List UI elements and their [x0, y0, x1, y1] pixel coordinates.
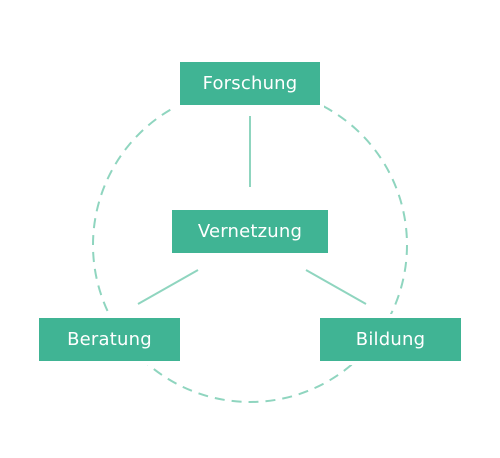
node-beratung: Beratung [39, 318, 180, 361]
node-vernetzung: Vernetzung [172, 210, 328, 253]
node-forschung: Forschung [180, 62, 320, 105]
connector-bildung [305, 269, 367, 305]
connector-beratung [137, 269, 199, 305]
node-bildung: Bildung [320, 318, 461, 361]
